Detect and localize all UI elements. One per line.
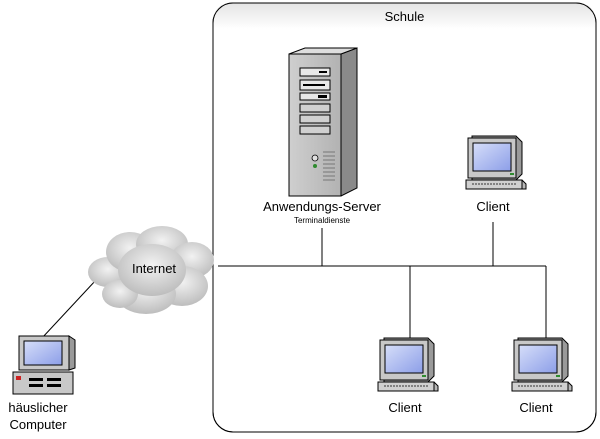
- client-bottom-left-label: Client: [388, 400, 422, 415]
- client-top-label: Client: [476, 199, 510, 214]
- client-top-icon: [465, 135, 527, 190]
- client-bottom-right-label: Client: [519, 400, 553, 415]
- home-computer-label-line2: Computer: [9, 417, 67, 432]
- server-label: Anwendungs-Server: [263, 199, 381, 214]
- cloud-icon: [88, 226, 214, 314]
- server-tower-icon: [288, 47, 358, 197]
- client-bottom-left-icon: [377, 337, 439, 392]
- internet-label: Internet: [131, 261, 177, 276]
- server-sublabel: Terminaldienste: [293, 216, 351, 225]
- school-label: Schule: [384, 9, 425, 24]
- home-computer-label-line1: häuslicher: [8, 400, 68, 415]
- desktop-computer-icon: [12, 335, 76, 395]
- school-header-band: [213, 3, 596, 29]
- home-link-line: [41, 279, 97, 339]
- client-bottom-right-icon: [511, 337, 573, 392]
- connection-lines: [41, 222, 547, 339]
